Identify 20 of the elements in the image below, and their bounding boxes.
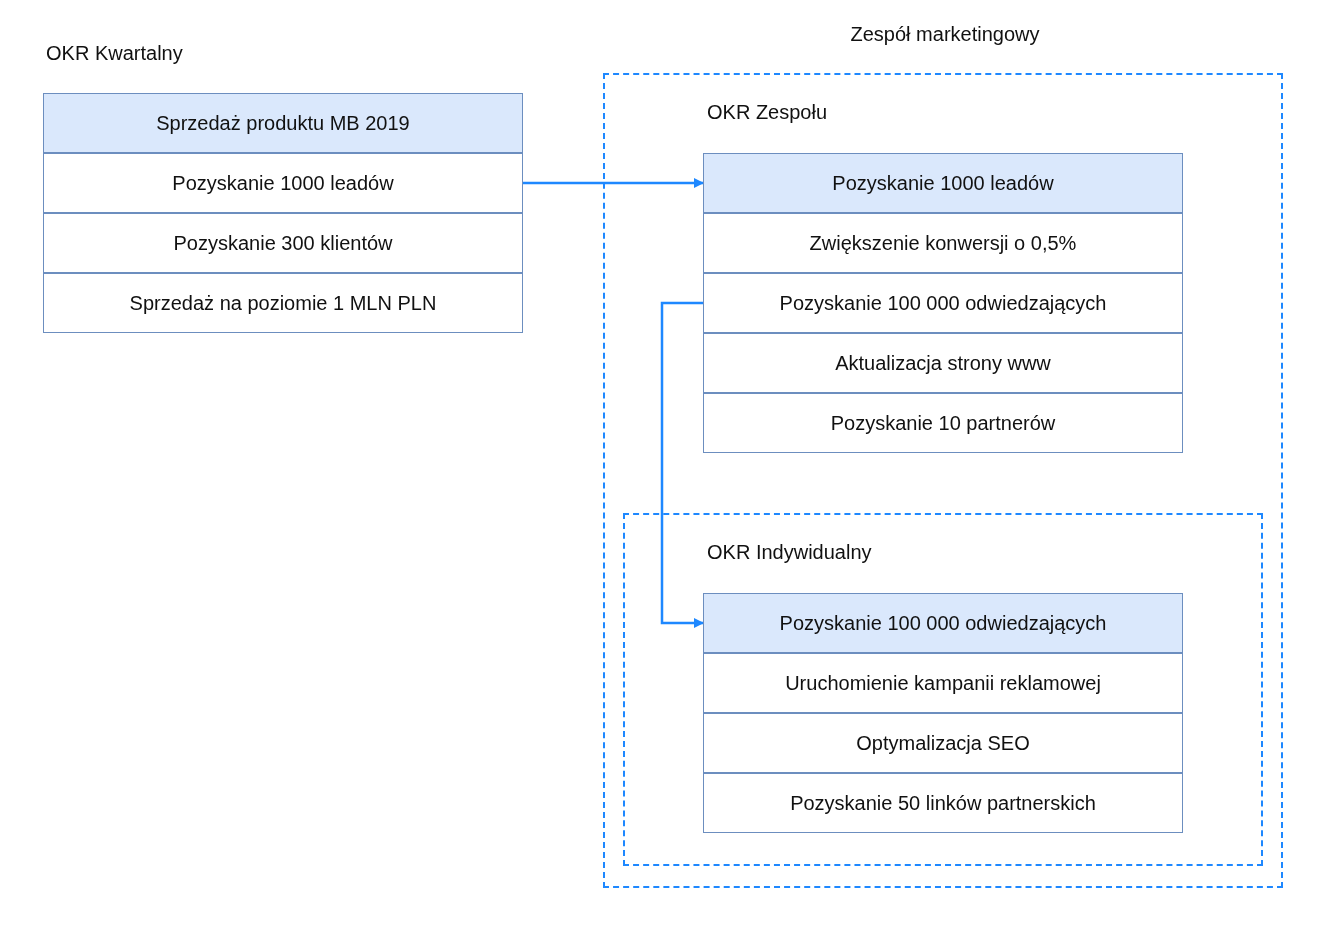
objective-header-cell: Pozyskanie 1000 leadów [703,153,1183,213]
section-heading: OKR Zespołu [707,101,828,124]
section-heading: OKR Kwartalny [46,42,183,65]
key-result-cell: Uruchomienie kampanii reklamowej [703,653,1183,713]
key-result-cell: Sprzedaż na poziomie 1 MLN PLN [43,273,523,333]
objective-header-cell: Pozyskanie 100 000 odwiedzających [703,593,1183,653]
key-result-cell: Pozyskanie 100 000 odwiedzających [703,273,1183,333]
key-result-cell: Pozyskanie 1000 leadów [43,153,523,213]
arrow [523,178,704,188]
group-title: Zespół marketingowy [849,23,1041,46]
key-result-cell: Pozyskanie 50 linków partnerskich [703,773,1183,833]
key-result-cell: Aktualizacja strony www [703,333,1183,393]
arrow [660,301,704,628]
key-result-cell: Zwiększenie konwersji o 0,5% [703,213,1183,273]
objective-header-cell: Sprzedaż produktu MB 2019 [43,93,523,153]
section-heading: OKR Indywidualny [707,541,872,564]
key-result-cell: Pozyskanie 10 partnerów [703,393,1183,453]
key-result-cell: Pozyskanie 300 klientów [43,213,523,273]
key-result-cell: Optymalizacja SEO [703,713,1183,773]
dashed-group-frame [623,513,1263,866]
